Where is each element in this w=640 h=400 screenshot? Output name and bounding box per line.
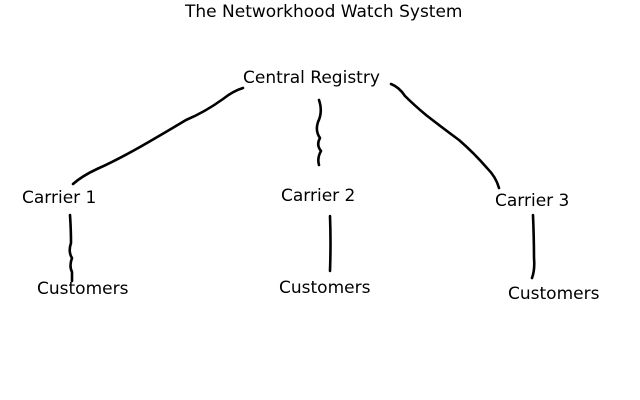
- edge-carrier3-customers: [530, 213, 536, 280]
- node-carrier-3: Carrier 3: [495, 191, 570, 211]
- edge-carrier2-customers: [328, 214, 332, 273]
- edge-registry-carrier2: [315, 98, 323, 167]
- node-carrier-1: Carrier 1: [22, 188, 97, 208]
- edge-registry-carrier3: [389, 82, 501, 190]
- node-carrier-2: Carrier 2: [281, 186, 356, 206]
- edge-carrier1-customers: [68, 213, 74, 283]
- node-customers-1: Customers: [37, 279, 129, 299]
- diagram-title: The Networkhood Watch System: [185, 2, 463, 22]
- edge-registry-carrier1: [71, 86, 245, 186]
- node-customers-2: Customers: [279, 278, 371, 298]
- node-customers-3: Customers: [508, 284, 600, 304]
- node-central-registry: Central Registry: [243, 68, 380, 88]
